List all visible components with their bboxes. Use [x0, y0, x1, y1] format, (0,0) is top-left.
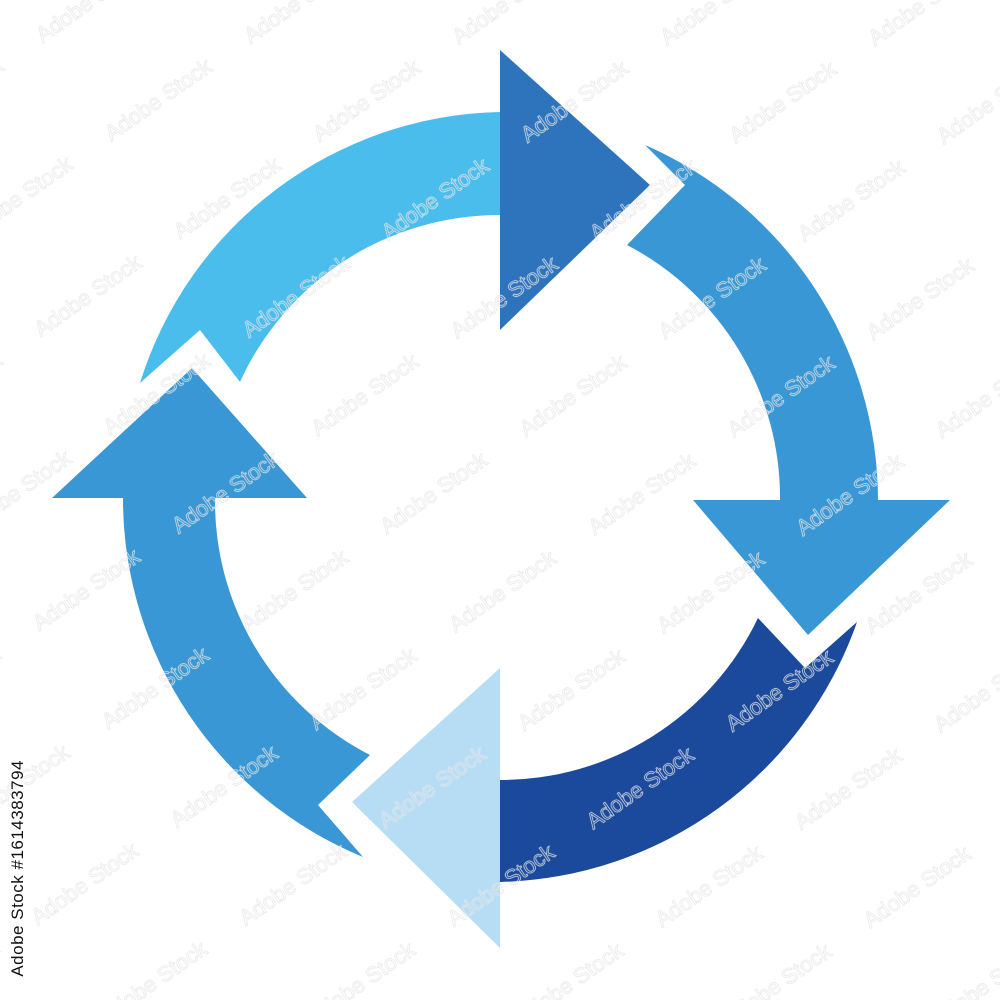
watermark-brand: Adobe Stock [8, 874, 27, 977]
arrowhead-up [52, 368, 307, 498]
arc-top-left [140, 112, 500, 383]
arrowhead-right [500, 50, 650, 330]
arrowhead-down [693, 500, 950, 635]
stock-id: #1614383794 [8, 760, 27, 870]
arc-top-right [627, 145, 878, 500]
arc-bottom-right [500, 618, 857, 882]
arc-bottom-left [122, 498, 371, 857]
arrowhead-left [352, 668, 500, 948]
stock-id-label: Adobe Stock #1614383794 [8, 760, 28, 977]
